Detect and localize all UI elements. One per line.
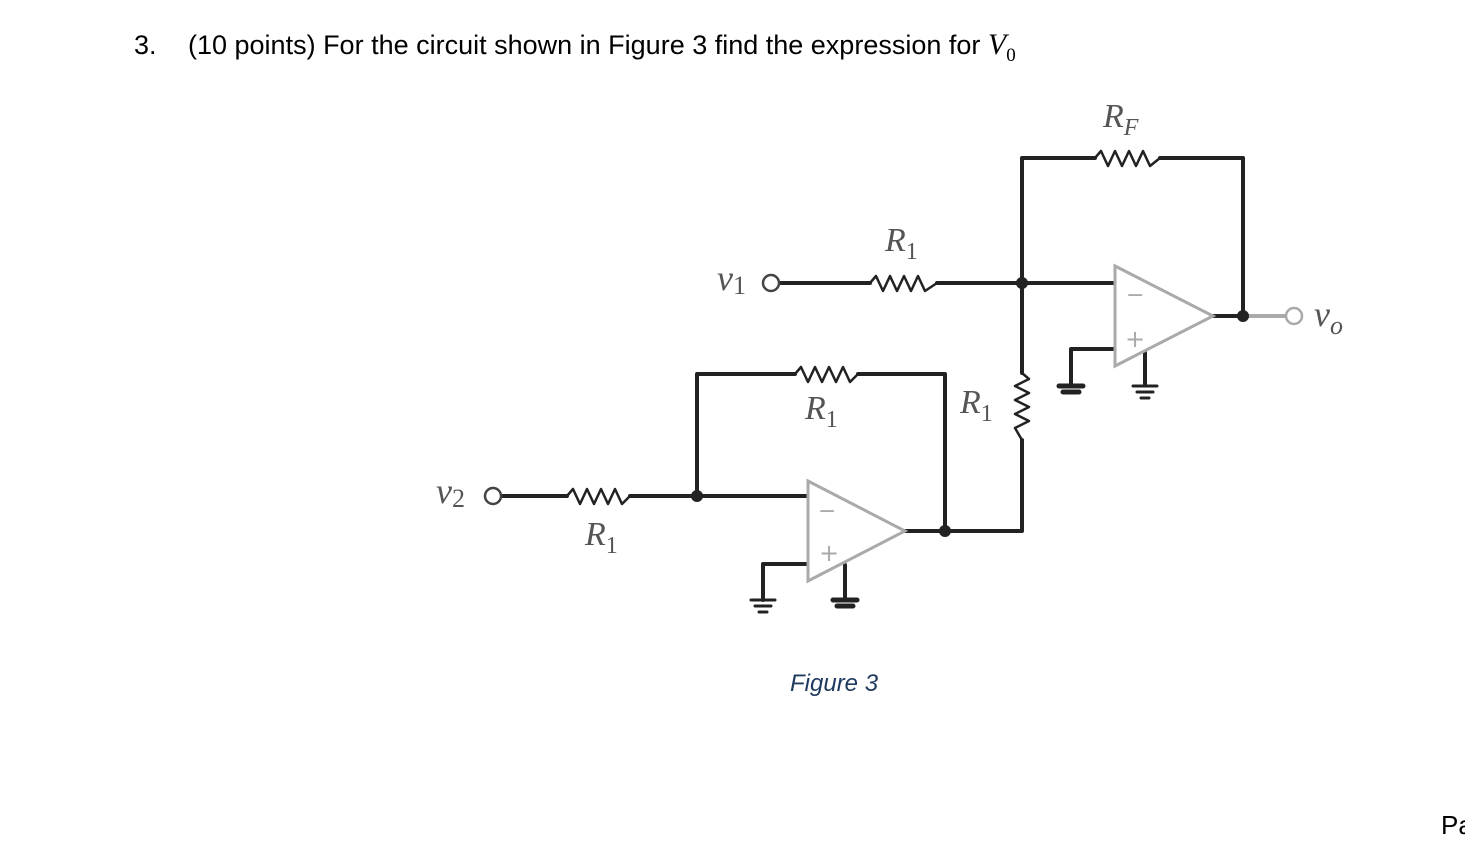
opamp2-plus-wire: [1069, 347, 1117, 386]
v1-label: v1: [717, 258, 746, 300]
ground-1-left: [749, 598, 777, 614]
opamp1-minus-sign: −: [818, 499, 836, 524]
rf-wire: [1020, 156, 1245, 318]
question-text: 3. (10 points) For the circuit shown in F…: [134, 28, 1016, 67]
vo-label: vo: [1314, 294, 1343, 340]
v1-terminal: [761, 273, 781, 293]
opamp1-plus-wire: [761, 562, 810, 602]
output-variable: V0: [987, 28, 1016, 66]
ground-2-left: [1056, 383, 1086, 395]
r1-vert-wire: [943, 281, 1024, 533]
opamp1-input-node-dot: [691, 490, 703, 502]
summing-node-dot: [1016, 277, 1028, 289]
r1-vert-resistor: [1013, 371, 1031, 442]
r1-bottom-label: R1: [584, 516, 618, 559]
r1-top-label: R1: [884, 222, 918, 265]
opamp2-plus-sign: +: [1125, 325, 1145, 353]
ground-2-right: [1131, 384, 1159, 400]
opamp2-minus-sign: −: [1126, 283, 1144, 308]
question-body: (10 points) For the circuit shown in Fig…: [188, 30, 981, 60]
question-number: 3.: [134, 30, 157, 60]
r1-bottom-resistor: [565, 487, 632, 506]
v2-terminal: [483, 486, 503, 506]
page-corner-text: Pa: [1441, 810, 1465, 840]
figure-caption: Figure 3: [790, 670, 879, 697]
opamp1-plus-sign: +: [819, 539, 839, 567]
r1-vert-label: R1: [959, 384, 993, 427]
output-node-dot: [1237, 310, 1249, 322]
r1-top-resistor: [868, 274, 939, 293]
opamp-1: − +: [806, 478, 909, 584]
rf-label: RF: [1102, 98, 1139, 141]
r1-mid-label: R1: [804, 390, 838, 433]
opamp1-feedback-wire: [695, 372, 947, 533]
opamp1-output-node-dot: [939, 525, 951, 537]
r1-mid-resistor: [793, 365, 860, 384]
opamp-2: − +: [1113, 263, 1217, 369]
ground-1-right: [830, 597, 860, 609]
v2-label: v2: [436, 471, 465, 513]
rf-resistor: [1093, 149, 1162, 168]
vo-terminal: [1284, 306, 1304, 326]
